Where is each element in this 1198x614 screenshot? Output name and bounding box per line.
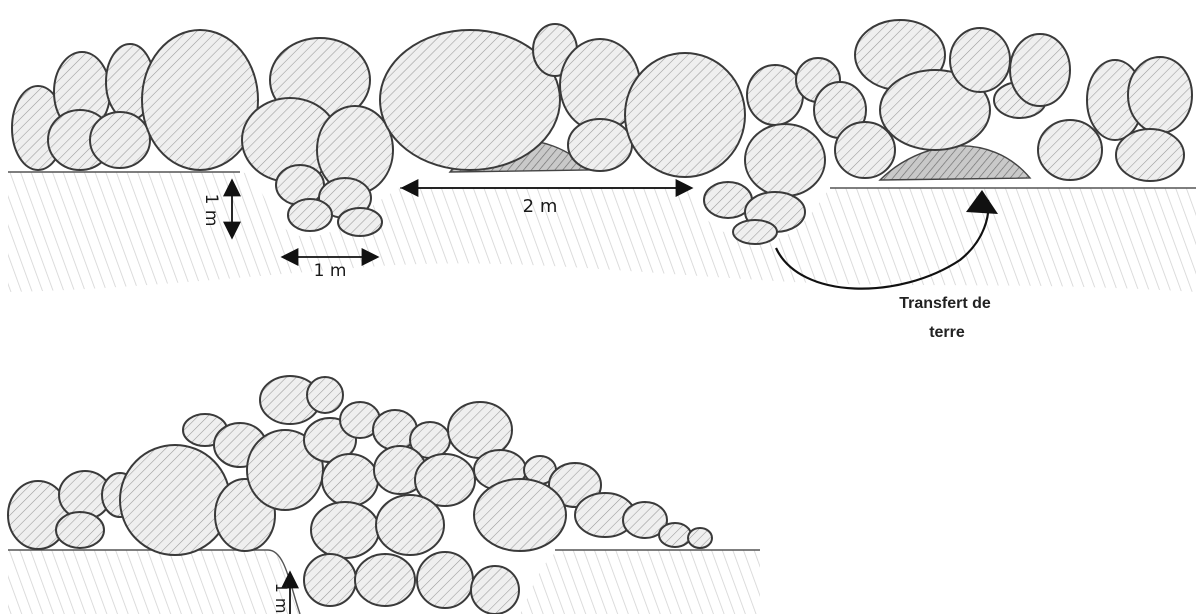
stone <box>307 377 343 413</box>
stone <box>1128 57 1192 133</box>
stone <box>142 30 258 170</box>
top-cross-section: 1 m 1 m 2 m Transfert de terre <box>8 20 1196 341</box>
stone <box>338 208 382 236</box>
stone <box>747 65 803 125</box>
stone <box>745 124 825 196</box>
stone <box>417 552 473 608</box>
stone <box>1010 34 1070 106</box>
stone <box>56 512 104 548</box>
stone <box>659 523 691 547</box>
top-dark-mound-2 <box>880 146 1030 180</box>
stone <box>1116 129 1184 181</box>
stone <box>471 566 519 614</box>
bottom-depth-label: 1 m <box>272 583 291 614</box>
top-soil <box>8 172 1196 292</box>
stone <box>288 199 332 231</box>
stone <box>1038 120 1102 180</box>
stone <box>322 454 378 506</box>
stone <box>568 119 632 171</box>
stone <box>950 28 1010 92</box>
stone <box>376 495 444 555</box>
stone <box>474 479 566 551</box>
stone <box>120 445 230 555</box>
transfer-label-line2: terre <box>929 324 965 341</box>
stone <box>688 528 712 548</box>
stone <box>733 220 777 244</box>
stone <box>625 53 745 177</box>
bottom-cross-section: 1 m <box>8 376 760 614</box>
stone <box>304 554 356 606</box>
top-width-label: 1 m <box>314 261 347 281</box>
transfer-label-line1: Transfert de <box>899 295 991 312</box>
stone <box>311 502 379 558</box>
stone <box>355 554 415 606</box>
top-spacing-label: 2 m <box>523 196 558 217</box>
stone <box>90 112 150 168</box>
stone <box>835 122 895 178</box>
top-depth-label: 1 m <box>201 194 221 227</box>
